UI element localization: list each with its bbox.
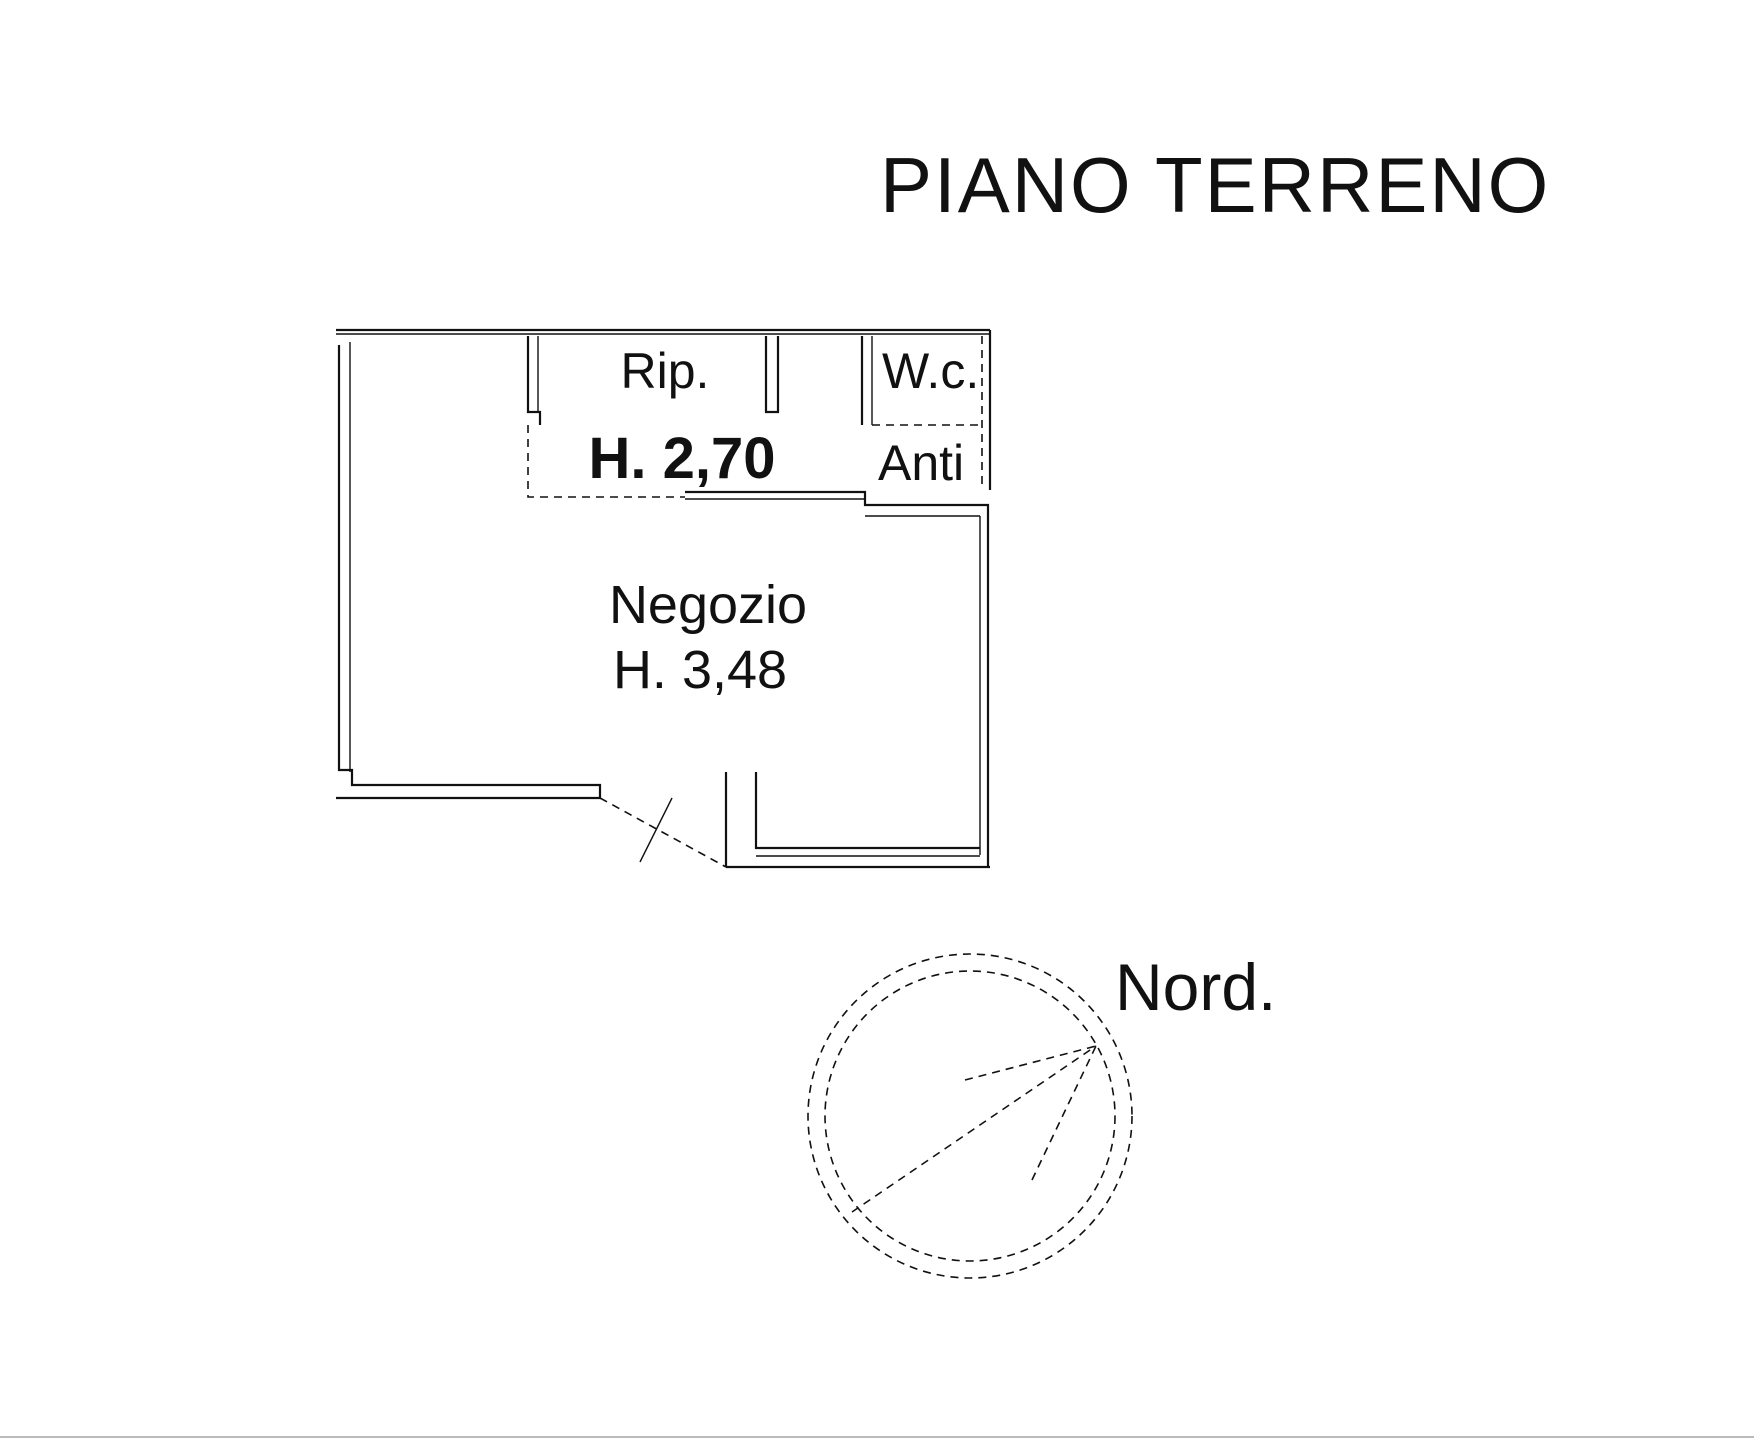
rip-dashed-outline [527, 425, 685, 498]
compass-inner-ring [824, 970, 1116, 1262]
floor-plan [336, 328, 992, 869]
room-height-rip: H. 2,70 [589, 426, 776, 491]
wall-left [336, 345, 602, 800]
door-swing-tick [639, 797, 673, 863]
wall-rip-left [526, 336, 542, 425]
room-name-negozio: Negozio [609, 575, 807, 635]
compass-arrow-shaft [851, 1045, 1097, 1213]
north-compass [807, 953, 1133, 1279]
compass-arrow-wing-left [964, 1045, 1097, 1081]
wall-rip-right [764, 336, 780, 414]
wall-partition [685, 490, 990, 867]
room-name-anti: Anti [878, 435, 964, 491]
room-height-negozio: H. 3,48 [613, 640, 787, 700]
compass-arrow-wing-right [1031, 1045, 1097, 1181]
room-name-wc: W.c. [882, 343, 979, 399]
compass-outer-ring [807, 953, 1133, 1279]
door-swing-line [599, 797, 727, 868]
wall-bottom-right [754, 772, 980, 850]
room-name-rip: Rip. [621, 343, 710, 399]
page-title: PIANO TERRENO [880, 141, 1550, 229]
compass-label: Nord. [1115, 950, 1276, 1024]
